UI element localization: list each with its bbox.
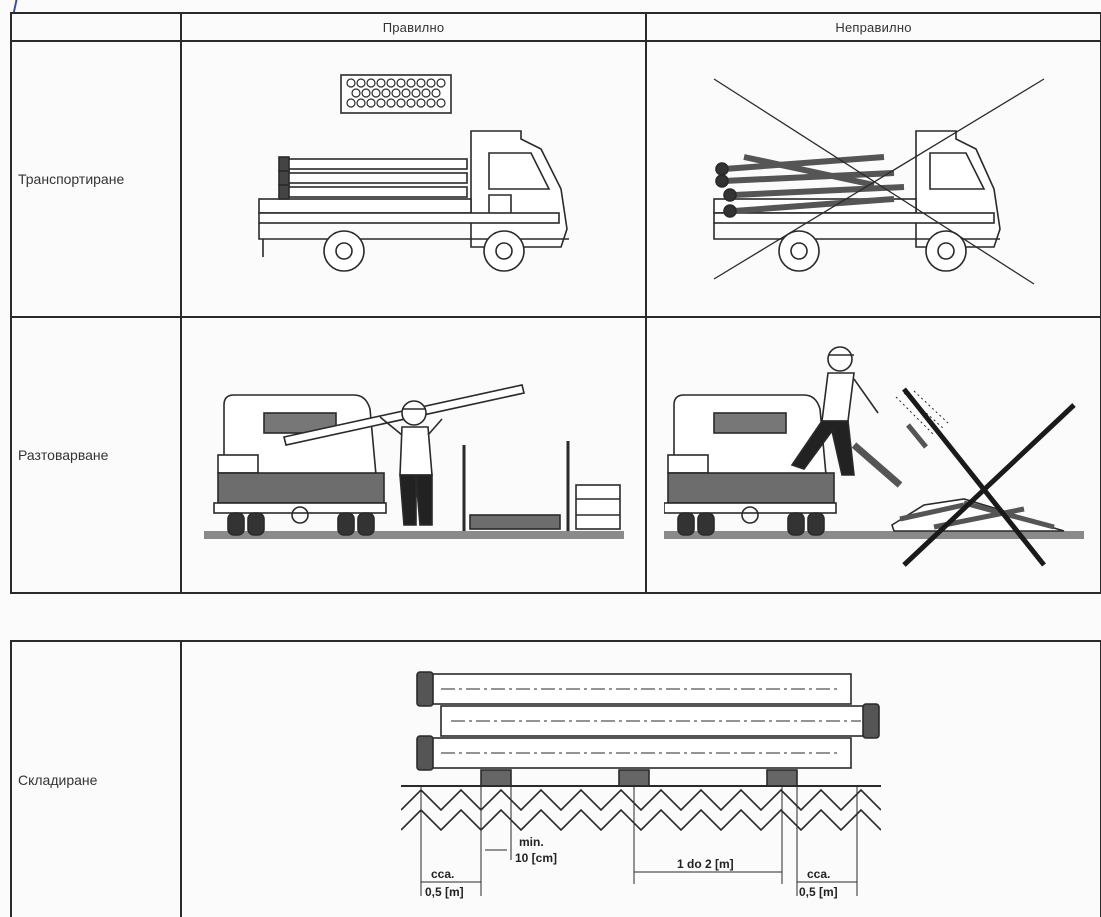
transport-correct-illustration — [180, 40, 647, 318]
dim-right-value: 0,5 [m] — [799, 885, 838, 899]
unloading-incorrect-illustration — [645, 316, 1101, 594]
header-empty-cell — [10, 12, 182, 42]
header-correct: Правилно — [180, 12, 647, 42]
header-incorrect: Неправилно — [645, 12, 1101, 42]
storage-table: Складиране — [10, 640, 1101, 917]
row-label-unloading: Разтоварване — [10, 316, 182, 594]
dim-left-label: cca. — [431, 867, 454, 881]
dim-min-value: 10 [cm] — [515, 851, 557, 865]
cross-x-1 — [901, 387, 1046, 567]
truck-correct-drawing — [257, 74, 569, 272]
unloading-correct-illustration — [180, 316, 647, 594]
unload-correct-drawing — [203, 384, 624, 539]
row-label-storage: Складиране — [10, 640, 182, 917]
unload-incorrect-drawing — [663, 346, 1084, 567]
dim-left-value: 0,5 [m] — [425, 885, 464, 899]
cross-x-2 — [901, 403, 1076, 567]
storage-illustration: cca. 0,5 [m] min. 10 [cm] 1 do 2 [m] cca… — [180, 640, 1101, 917]
dim-min-label: min. — [519, 835, 544, 849]
dim-span-label: 1 do 2 [m] — [677, 857, 734, 871]
row-label-transport: Транспортиране — [10, 40, 182, 318]
handling-table: Правилно Неправилно Транспортиране — [10, 12, 1101, 594]
cross-line-2 — [713, 78, 1044, 280]
pipe-storage-drawing: cca. 0,5 [m] min. 10 [cm] 1 do 2 [m] cca… — [401, 671, 881, 899]
dim-right-label: cca. — [807, 867, 830, 881]
truck-incorrect-drawing — [712, 78, 1044, 285]
transport-incorrect-illustration — [645, 40, 1101, 318]
